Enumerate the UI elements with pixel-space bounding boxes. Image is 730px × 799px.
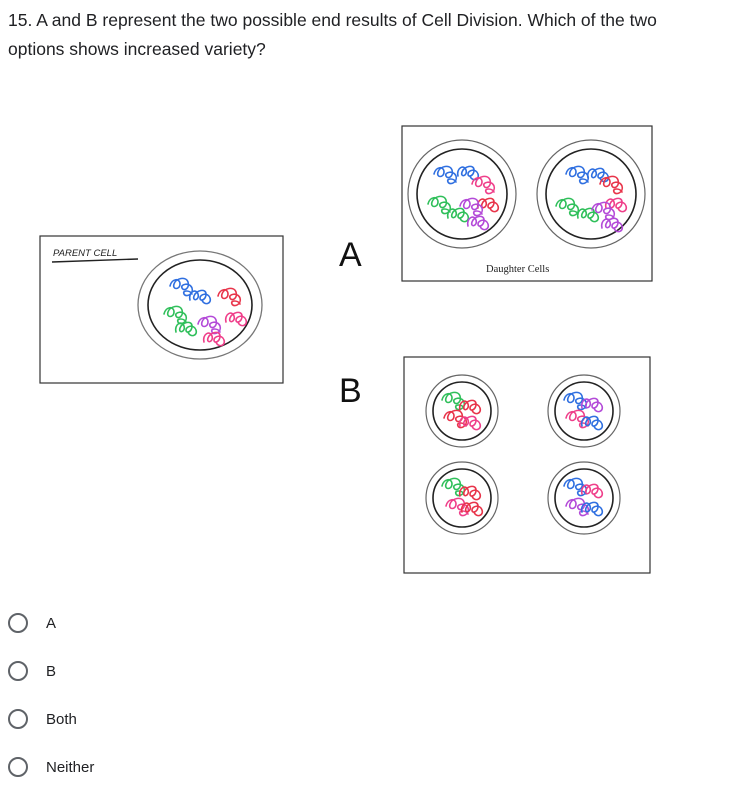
daughter-cell-b3 [425, 461, 499, 535]
radio-neither[interactable] [8, 757, 28, 777]
question-text: 15. A and B represent the two possible e… [8, 10, 657, 59]
radio-a[interactable] [8, 613, 28, 633]
choice-a-label: A [46, 614, 57, 632]
daughter-cell-b4 [547, 461, 621, 535]
choice-b-label: B [46, 662, 57, 680]
choice-both[interactable]: Both [8, 704, 77, 734]
option-a-label: A [339, 236, 362, 274]
choice-a[interactable]: A [8, 608, 56, 638]
choice-b[interactable]: B [8, 656, 56, 686]
choice-both-label: Both [46, 710, 77, 728]
daughter-cell-b2 [547, 374, 621, 448]
option-b-label: B [339, 372, 362, 410]
option-b-panel [403, 356, 651, 574]
parent-cell-panel: PARENT CELL [39, 235, 284, 384]
option-a-panel: Daughter Cells [401, 125, 653, 282]
choice-neither-label: Neither [46, 758, 95, 776]
daughter-cells-label: Daughter Cells [486, 264, 549, 275]
radio-both[interactable] [8, 709, 28, 729]
parent-cell-label: PARENT CELL [53, 248, 117, 259]
daughter-cell-a2 [536, 139, 646, 249]
radio-b[interactable] [8, 661, 28, 681]
daughter-cell-b1 [425, 374, 499, 448]
cell-division-diagram: PARENT CELL A B [39, 125, 653, 574]
daughter-cell-a1 [407, 139, 517, 249]
choice-neither[interactable]: Neither [8, 752, 94, 782]
